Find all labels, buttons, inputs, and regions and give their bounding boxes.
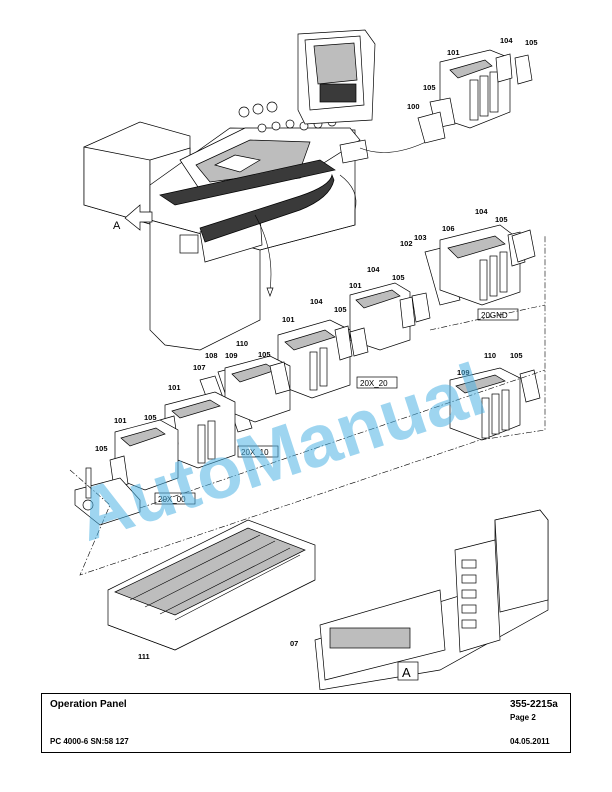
callout-101-lower: 101	[168, 383, 181, 392]
callout-101-20x20: 101	[282, 315, 295, 324]
callout-07: 07	[290, 639, 298, 648]
page-number: Page 2	[510, 713, 536, 722]
group-label-20x10: 20X_10	[241, 448, 269, 457]
view-a-label: A	[402, 665, 411, 680]
callout-105-20x00: 105	[95, 444, 108, 453]
view-a-assembly	[314, 509, 549, 690]
callout-104-gnd: 104	[475, 207, 488, 216]
callout-107: 107	[193, 363, 206, 372]
callout-105-top: 105	[525, 38, 538, 47]
callout-arrow-a: A	[113, 220, 121, 232]
group-label-20gnd: 20GND	[481, 311, 508, 320]
group-label-20x20: 20X_20	[360, 379, 388, 388]
callouts: 104 105 101 105 100 104 105 106 103 102 …	[95, 36, 538, 661]
callout-110: 110	[236, 339, 248, 348]
group-label-20x00: 20X_00	[158, 495, 186, 504]
callout-105-20x20: 105	[334, 305, 347, 314]
callout-105-right: 105	[510, 351, 523, 360]
group-labels: 20GND 20X_20 20X_10 20X_00 A	[158, 311, 508, 680]
callout-104-20x20: 104	[310, 297, 323, 306]
terminal-group-20x20	[277, 319, 398, 399]
label-box-20gnd	[477, 308, 519, 321]
terminal-strip-assembly	[107, 519, 316, 651]
callout-110-right: 110	[484, 351, 496, 360]
callout-105-lower: 105	[144, 413, 157, 422]
callout-105-20x10: 105	[258, 350, 271, 359]
callout-105-gnd: 105	[495, 215, 508, 224]
document-title: Operation Panel	[50, 699, 127, 710]
label-box-20x20	[356, 376, 398, 389]
label-box-20x10	[237, 445, 279, 458]
terminal-group-20gnd	[424, 224, 536, 321]
title-block: Operation Panel 355-2215a Page 2 PC 4000…	[41, 693, 571, 753]
callout-109-right: 109	[457, 368, 470, 377]
callout-104-mid: 104	[367, 265, 380, 274]
callout-101-20x00: 101	[114, 416, 127, 425]
parts-drawing: 104 105 101 105 100 104 105 106 103 102 …	[66, 29, 549, 690]
machine-model: PC 4000-6 SN:58 127	[50, 737, 129, 746]
callout-105-mid: 105	[392, 273, 405, 282]
callout-105-top-left: 105	[423, 83, 436, 92]
document-date: 04.05.2011	[510, 737, 550, 746]
callout-106: 106	[442, 224, 455, 233]
terminal-group-20x00	[74, 419, 196, 526]
callout-100: 100	[407, 102, 420, 111]
callout-104-top: 104	[500, 36, 513, 45]
document-number: 355-2215a	[510, 699, 558, 710]
label-box-20x00	[154, 492, 196, 505]
operation-panel-console	[83, 29, 431, 351]
callout-111: 111	[138, 652, 150, 661]
view-a-label-box	[397, 661, 419, 681]
callout-103: 103	[414, 233, 427, 242]
callout-108: 108	[205, 351, 218, 360]
callout-102: 102	[400, 239, 413, 248]
callout-101-mid: 101	[349, 281, 362, 290]
terminal-group-top	[417, 49, 533, 144]
terminal-group-right	[449, 367, 541, 441]
callout-109: 109	[225, 351, 238, 360]
callout-101-top: 101	[447, 48, 460, 57]
